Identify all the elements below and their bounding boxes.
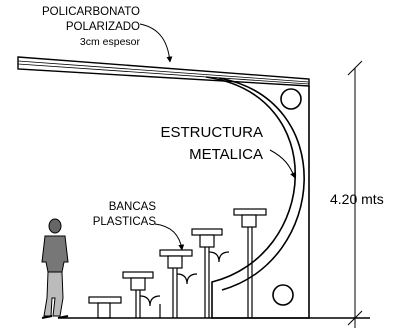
plastic-benches (88, 208, 267, 319)
bench-seat (88, 296, 122, 304)
polycarbonate-roof (17, 56, 310, 87)
metal-structure (159, 76, 310, 319)
bench-seat (233, 208, 267, 216)
roof-material-label-line2: POLARIZADO (65, 21, 140, 33)
structure-opening-bottom (272, 284, 294, 306)
human-scale-figure (41, 218, 69, 319)
benches-label-line1: BANCAS (108, 201, 156, 213)
benches-label-line2: PLASTICAS (92, 216, 156, 228)
structure-label-line1: ESTRUCTURA (160, 124, 263, 141)
structure-opening-top (280, 88, 302, 110)
structure-label-line2: METALICA (189, 146, 263, 163)
roof-material-label-line1: POLICARBONATO (42, 6, 140, 18)
bench-seat (191, 228, 223, 236)
bench-seat (122, 271, 154, 279)
leader-arrows (139, 23, 296, 251)
roof-thickness-label: 3cm espesor (79, 36, 140, 48)
height-dimension (345, 60, 365, 328)
height-dimension-label: 4.20 mts (330, 191, 384, 207)
bench-seat (159, 249, 193, 257)
